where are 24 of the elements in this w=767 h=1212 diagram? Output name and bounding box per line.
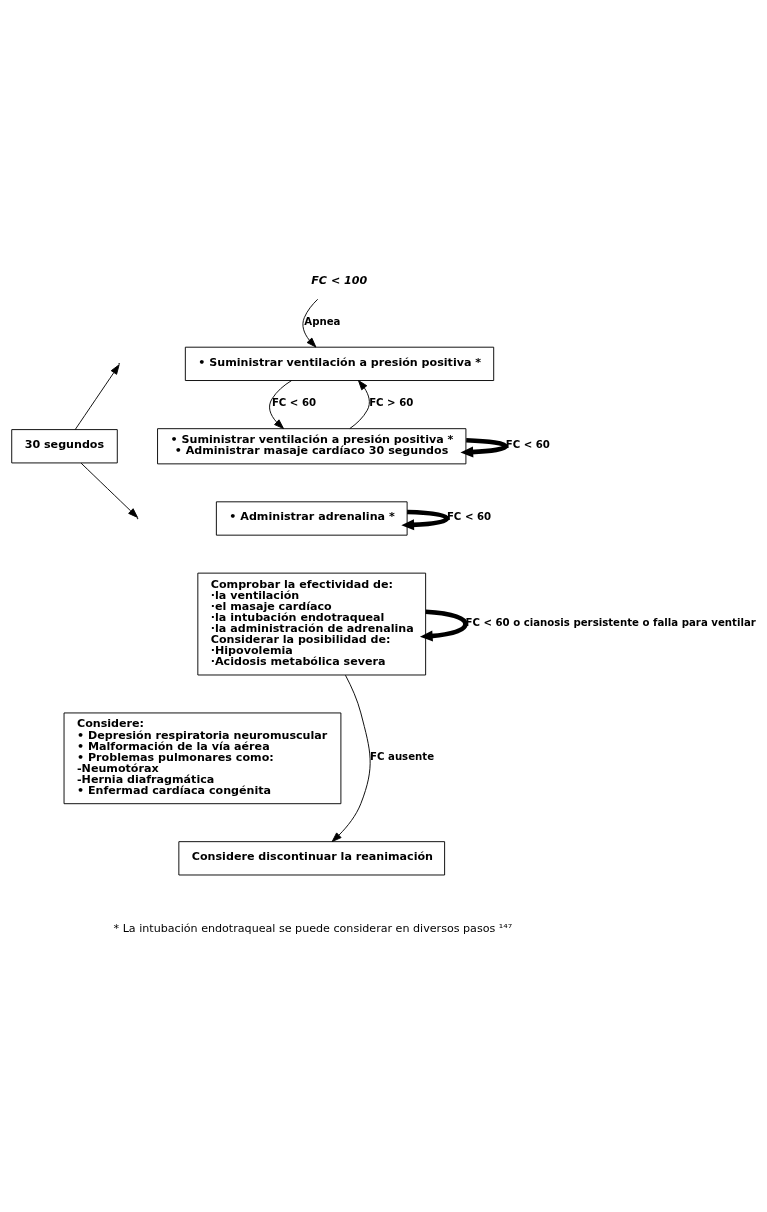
edge-label: FC < 60 <box>505 438 550 450</box>
edge-label: FC ausente <box>370 750 435 762</box>
arrow <box>74 364 120 430</box>
node-box: 30 segundos <box>11 429 118 464</box>
arrow <box>331 674 371 843</box>
arrow <box>460 437 509 458</box>
node-box: Comprobar la efectividad de: ·la ventilación ·el masaje cardíaco ·la intubación endotraqueal ·la administración de adrenalina Considerar la posibilidad de: ·Hipovolemia ·Acidosis metabólica severa <box>197 572 427 676</box>
node-box: Considere: • Depresión respiratoria neuromuscular • Malformación de la vía aérea • Problemas pulmonares como: -Neumotórax -Hernia diafragmática • Enfermad cardíaca congénita <box>63 712 342 805</box>
node-text: FC < 100 <box>311 274 368 288</box>
node-box: • Suministrar ventilación a presión positiva * • Administrar masaje cardíaco 30 segundos <box>157 428 467 465</box>
node-box: Considere discontinuar la reanimación <box>178 841 446 876</box>
arrow <box>401 509 450 531</box>
edge-label: FC < 60 <box>446 511 492 523</box>
node-box: • Administrar adrenalina * <box>215 501 408 536</box>
arrow <box>302 298 319 348</box>
edge-label: Apnea <box>304 315 341 327</box>
edge-label: FC < 60 <box>271 397 317 409</box>
node-box: • Suministrar ventilación a presión positiva * <box>184 346 495 381</box>
arrow <box>349 380 370 429</box>
edge-label: FC > 60 <box>369 397 414 409</box>
arrow <box>80 462 138 518</box>
arrow <box>419 609 468 642</box>
label: * La intubación endotraqueal se puede considerar en diversos pasos ¹⁴⁷ <box>113 922 513 936</box>
arrow <box>269 380 293 430</box>
